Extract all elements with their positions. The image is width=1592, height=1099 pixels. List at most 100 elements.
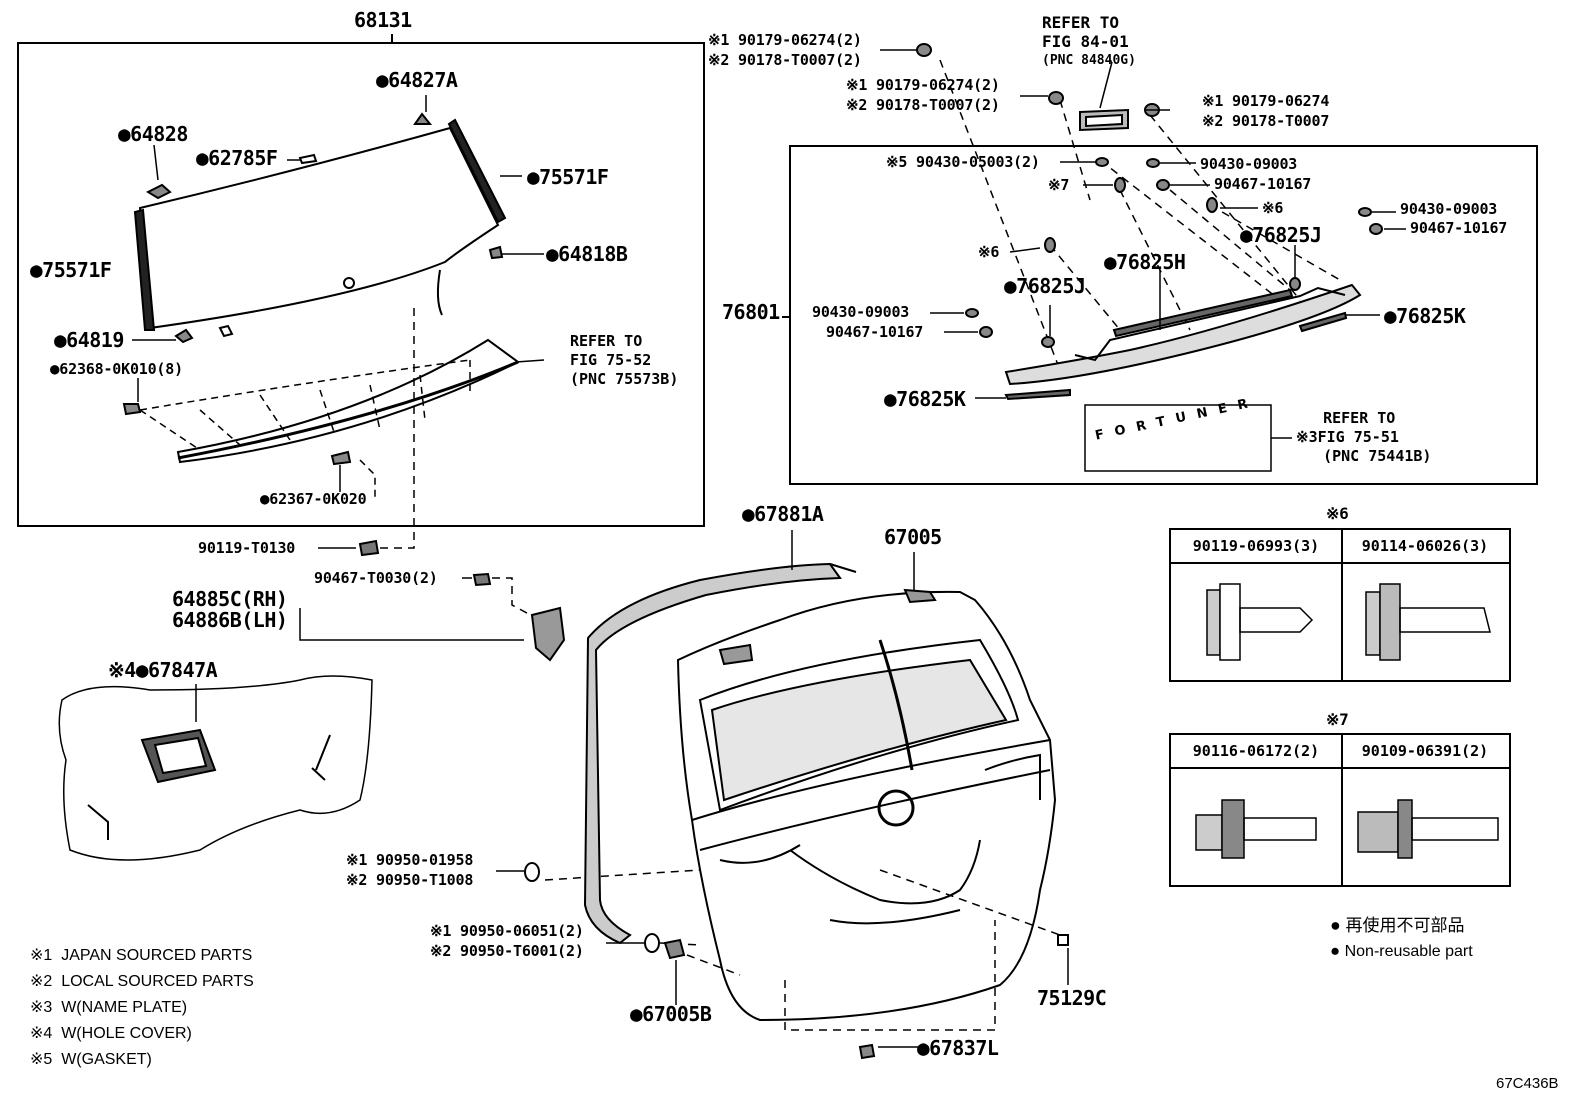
label-64828: 64828 xyxy=(118,124,188,145)
table7-divider xyxy=(1341,735,1343,885)
label-64885C: 64885C(RH) xyxy=(172,587,288,611)
table7-col1: 90116-06172(2) xyxy=(1171,735,1341,769)
label-90950-T1008: ※2 90950-T1008 xyxy=(346,871,474,889)
label-text: 64828 xyxy=(130,122,188,146)
label-gasket: ※5 90430-05003(2) xyxy=(886,153,1040,171)
legend-mark: ※4 xyxy=(30,1025,53,1042)
ref-line: FIG 75-52 xyxy=(570,351,652,369)
ref-line: REFER TO xyxy=(1042,13,1120,32)
table6-title: ※6 xyxy=(1326,504,1349,523)
label-text: 67005B xyxy=(642,1002,712,1026)
mark: ※4 xyxy=(108,658,136,682)
legend-mark: ※5 xyxy=(30,1051,53,1068)
label-top-b2: ※2 90178-T0007(2) xyxy=(846,96,1000,114)
label-75571F-left: 75571F xyxy=(30,260,112,281)
table6-divider xyxy=(1341,530,1343,680)
label-90430-09003-c: 90430-09003 xyxy=(812,303,910,321)
label-text: 67847A xyxy=(147,658,218,682)
label-top-a1: ※1 90179-06274(2) xyxy=(708,31,862,49)
label-90950-06051: ※1 90950-06051(2) xyxy=(430,922,584,940)
label-62367: 62367-0K020 xyxy=(260,491,366,507)
label-64886B: 64886B(LH) xyxy=(172,608,288,632)
label-90430-09003-b: 90430-09003 xyxy=(1400,200,1498,218)
nonreusable-dot xyxy=(136,658,148,682)
label-76825H: 76825H xyxy=(1104,252,1186,273)
label-mark6-b: ※6 xyxy=(978,243,1000,261)
label-75129C: 75129C xyxy=(1037,986,1107,1010)
legend-text: W(HOLE COVER) xyxy=(61,1025,192,1042)
label-text: 64818B xyxy=(558,242,628,266)
label-76825J-a: 76825J xyxy=(1240,223,1322,247)
table6-col1: 90119-06993(3) xyxy=(1171,530,1341,564)
legend-mark: ※2 xyxy=(30,973,53,990)
label-text: 62367-0K020 xyxy=(269,490,367,508)
legend-item-2: ※2 LOCAL SOURCED PARTS xyxy=(30,974,254,990)
ref-line: (PNC 84840G) xyxy=(1042,53,1136,68)
table6-col2: 90114-06026(3) xyxy=(1341,530,1509,564)
table7-title: ※7 xyxy=(1326,710,1349,729)
glass-part-number: 68131 xyxy=(354,8,412,32)
nonreusable-jp: 再使用不可部品 xyxy=(1330,916,1465,935)
hole-cover xyxy=(58,675,373,861)
garnish-group-box xyxy=(789,145,1538,485)
label-90467-T0030: 90467-T0030(2) xyxy=(314,569,438,587)
label-64818B: 64818B xyxy=(546,242,628,266)
back-door-panel xyxy=(676,590,1057,1022)
weatherstrip xyxy=(583,562,842,945)
ref-line: (PNC 75441B) xyxy=(1296,447,1431,466)
label-67837L: 67837L xyxy=(917,1036,999,1060)
ref-line: REFER TO xyxy=(1296,409,1431,428)
label-90430-09003-a: 90430-09003 xyxy=(1200,155,1298,173)
label-67881A: 67881A xyxy=(742,502,824,526)
label-76825K-a: 76825K xyxy=(1384,304,1466,328)
label-76825K-b: 76825K xyxy=(884,389,966,410)
label-76825J-b: 76825J xyxy=(1004,274,1086,298)
nonreusable-en: Non-reusable part xyxy=(1330,943,1473,960)
label-62785F: 62785F xyxy=(196,148,278,169)
back-door-part-number: 67005 xyxy=(884,525,942,549)
back-window-glass xyxy=(138,126,500,330)
label-90119-T0130: 90119-T0130 xyxy=(198,539,296,557)
spoiler xyxy=(176,338,520,464)
label-text: 62368-0K010(8) xyxy=(59,360,183,378)
label-67847A: ※4 67847A xyxy=(108,658,218,682)
table7-col2: 90109-06391(2) xyxy=(1341,735,1509,769)
label-text: 67881A xyxy=(754,502,824,526)
label-top-c1: ※1 90179-06274 xyxy=(1202,92,1330,110)
label-text: 76825J xyxy=(1252,223,1322,247)
label-mark6-a: ※6 xyxy=(1262,199,1284,217)
ref-text: REFER TO xyxy=(1323,409,1396,427)
legend-item-4: ※4 W(HOLE COVER) xyxy=(30,1026,192,1042)
ref-line: (PNC 75573B) xyxy=(570,370,679,388)
ref-line: ※3FIG 75-51 xyxy=(1296,428,1431,447)
legend-text: W(NAME PLATE) xyxy=(61,999,188,1016)
ref-line: FIG 84-01 xyxy=(1042,32,1129,51)
table7: 90116-06172(2) 90109-06391(2) xyxy=(1169,733,1511,887)
label-text: 75571F xyxy=(539,165,609,189)
label-67005B: 67005B xyxy=(630,1002,712,1026)
nonreusable-jp-text: 再使用不可部品 xyxy=(1345,916,1465,935)
label-64819: 64819 xyxy=(54,330,124,351)
label-62368: 62368-0K010(8) xyxy=(50,361,183,377)
label-90950-01958: ※1 90950-01958 xyxy=(346,851,474,869)
table6: 90119-06993(3) 90114-06026(3) xyxy=(1169,528,1511,682)
legend-text: JAPAN SOURCED PARTS xyxy=(61,947,253,964)
label-text: 67837L xyxy=(929,1036,999,1060)
label-text: 76825K xyxy=(1396,304,1466,328)
label-mark7: ※7 xyxy=(1048,176,1070,194)
nonreusable-en-text: Non-reusable part xyxy=(1344,943,1473,960)
mark: ※3 xyxy=(1296,428,1318,446)
label-text: 64827A xyxy=(388,68,458,92)
legend-item-1: ※1 JAPAN SOURCED PARTS xyxy=(30,948,252,964)
label-text: 76825J xyxy=(1016,274,1086,298)
label-90950-T6001: ※2 90950-T6001(2) xyxy=(430,942,584,960)
label-64827A: 64827A xyxy=(376,68,458,92)
nonreusable-dot xyxy=(1330,943,1340,960)
label-90467-10167-a: 90467-10167 xyxy=(1214,175,1312,193)
label-text: 64819 xyxy=(66,328,124,352)
legend-mark: ※3 xyxy=(30,999,53,1016)
